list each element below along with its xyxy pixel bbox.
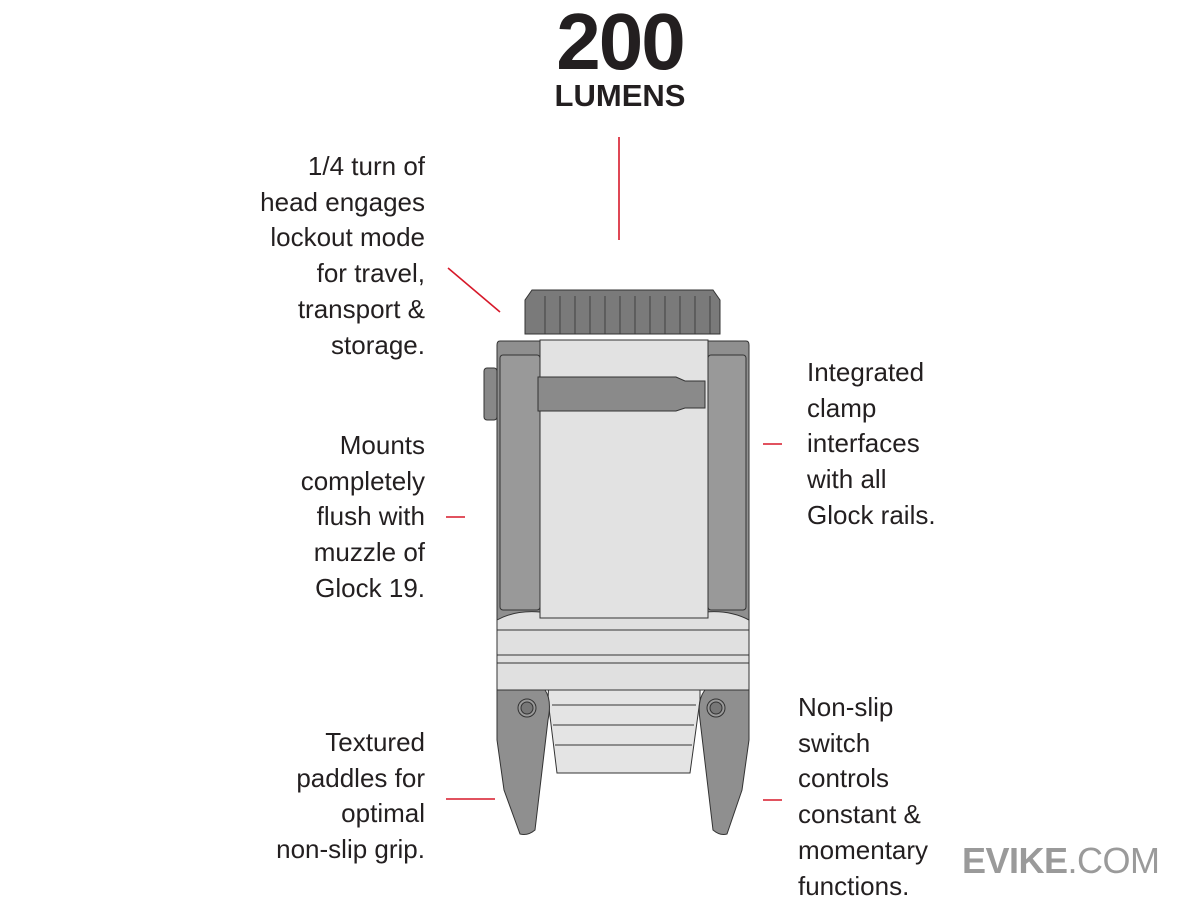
callout-line: lockout mode <box>270 222 425 253</box>
callout-line: completely <box>300 465 425 496</box>
right-paddle <box>698 689 750 835</box>
lumens-unit: LUMENS <box>554 78 686 113</box>
callout-line: non-slip grip. <box>276 834 425 865</box>
callout-line: controls <box>798 763 890 794</box>
callout-line: momentary <box>798 834 929 865</box>
callout-line: muzzle of <box>313 537 425 568</box>
callout-line: Mounts <box>339 430 425 460</box>
callout-line: Textured <box>325 727 425 757</box>
callout-line: Non-slip <box>798 692 894 722</box>
callout-line: interfaces <box>807 428 920 459</box>
left-paddle <box>496 689 550 835</box>
lumens-value: 200 <box>556 0 685 86</box>
callout-line: Glock 19. <box>315 572 425 603</box>
callout-line: switch <box>798 727 871 758</box>
callout-flush: Mounts completely flush with muzzle of G… <box>301 428 425 607</box>
callout-switch: Non-slip switch controls constant & mome… <box>798 690 928 904</box>
callout-line: flush with <box>316 501 425 532</box>
flashlight-body <box>483 289 750 835</box>
leader-lockout <box>447 267 501 313</box>
evike-watermark: EVIKE.COM <box>962 840 1160 882</box>
watermark-bold: EVIKE <box>962 840 1068 881</box>
callout-line: functions. <box>798 870 910 901</box>
callout-line: clamp <box>807 392 877 423</box>
callout-line: with all <box>807 464 887 495</box>
leader-lines <box>446 137 782 801</box>
callout-line: for travel, <box>316 258 425 289</box>
callout-line: 1/4 turn of <box>307 151 425 181</box>
callout-line: Integrated <box>807 357 925 387</box>
watermark-light: .COM <box>1067 840 1161 881</box>
callout-line: head engages <box>260 186 425 217</box>
callout-line: Glock rails. <box>807 499 936 530</box>
callout-paddles: Textured paddles for optimal non-slip gr… <box>276 725 425 868</box>
callout-lockout: 1/4 turn of head engages lockout mode fo… <box>260 149 425 363</box>
callout-line: constant & <box>798 799 921 830</box>
callout-line: storage. <box>331 329 425 360</box>
callout-line: paddles for <box>296 762 425 793</box>
callout-line: optimal <box>341 798 425 829</box>
callout-line: transport & <box>297 293 425 324</box>
callout-clamp: Integrated clamp interfaces with all Glo… <box>807 355 936 534</box>
